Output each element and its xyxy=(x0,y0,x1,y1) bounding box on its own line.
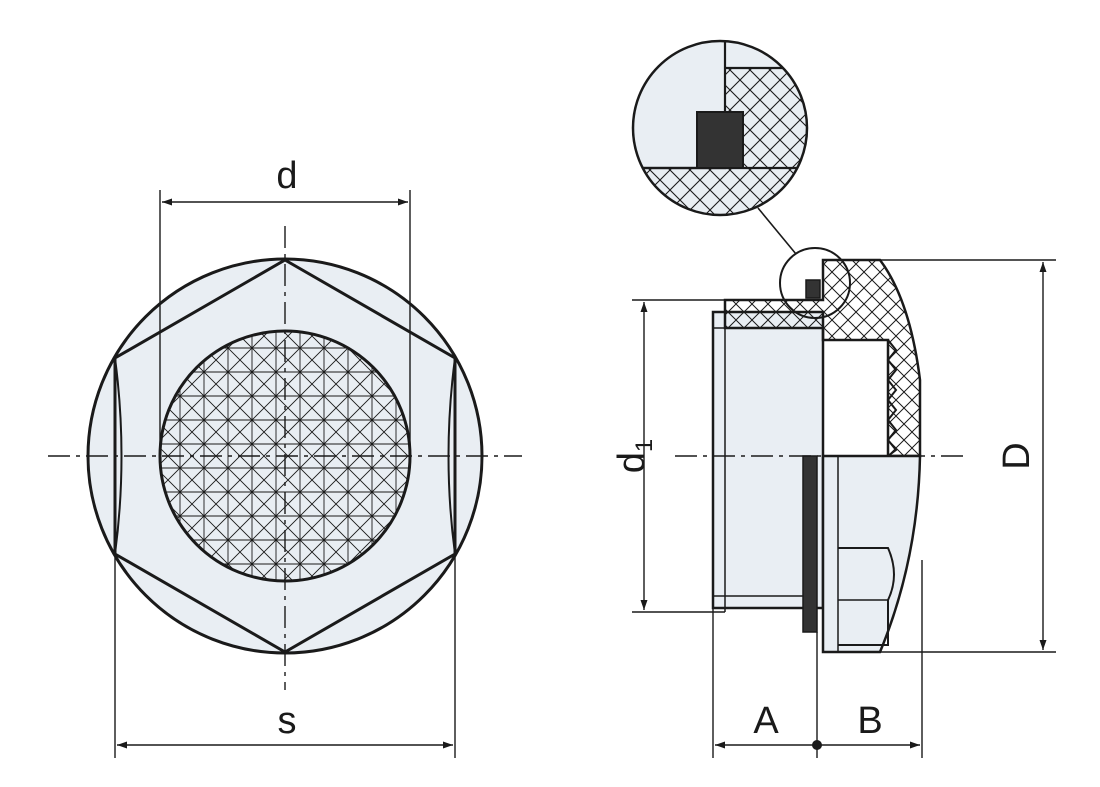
zoom-detail xyxy=(631,39,809,217)
label-D: D xyxy=(996,442,1038,469)
label-d1: d1 xyxy=(611,439,658,474)
hex-chamfer-left xyxy=(114,357,123,555)
label-s: s xyxy=(278,700,297,742)
zoom-detail-outline xyxy=(631,39,809,217)
zoom-seal xyxy=(696,111,744,169)
thread-profile xyxy=(886,339,898,457)
label-d: d xyxy=(276,155,297,197)
detail-marker-circle xyxy=(779,247,851,319)
side-view: d1 D A B xyxy=(611,39,1056,758)
front-view: d s xyxy=(48,155,522,758)
cap-head-body xyxy=(821,454,922,654)
AB-datum-dot xyxy=(812,740,822,750)
cap-hex-flat xyxy=(838,547,895,646)
label-A: A xyxy=(753,700,779,742)
label-B: B xyxy=(857,700,882,742)
seal-ring xyxy=(802,455,818,633)
seal-ring-small xyxy=(805,279,821,299)
detail-leader-line xyxy=(757,207,797,255)
